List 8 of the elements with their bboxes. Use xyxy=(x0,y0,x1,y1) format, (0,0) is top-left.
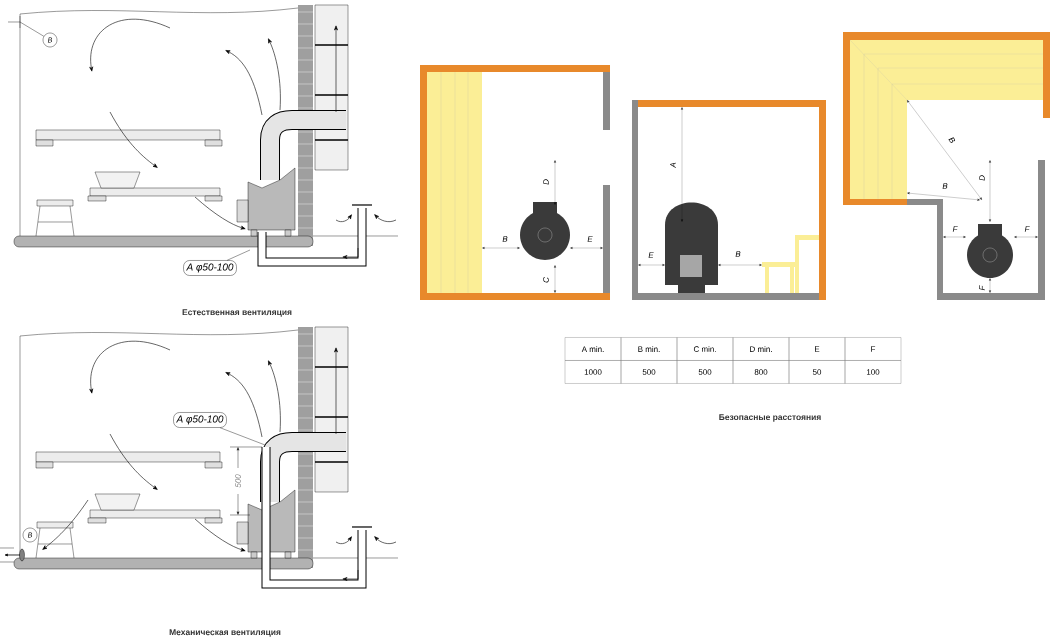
figure-caption: Механическая вентиляция xyxy=(169,629,281,637)
leader-line xyxy=(7,15,45,37)
figure-caption: Безопасные расстояния xyxy=(719,414,821,422)
callout-label: A φ50-100 xyxy=(183,260,237,276)
figure-caption: Естественная вентиляция xyxy=(182,309,292,317)
leader-line xyxy=(226,249,251,261)
callout-label: A φ50-100 xyxy=(173,412,227,428)
leader-line xyxy=(219,427,266,446)
